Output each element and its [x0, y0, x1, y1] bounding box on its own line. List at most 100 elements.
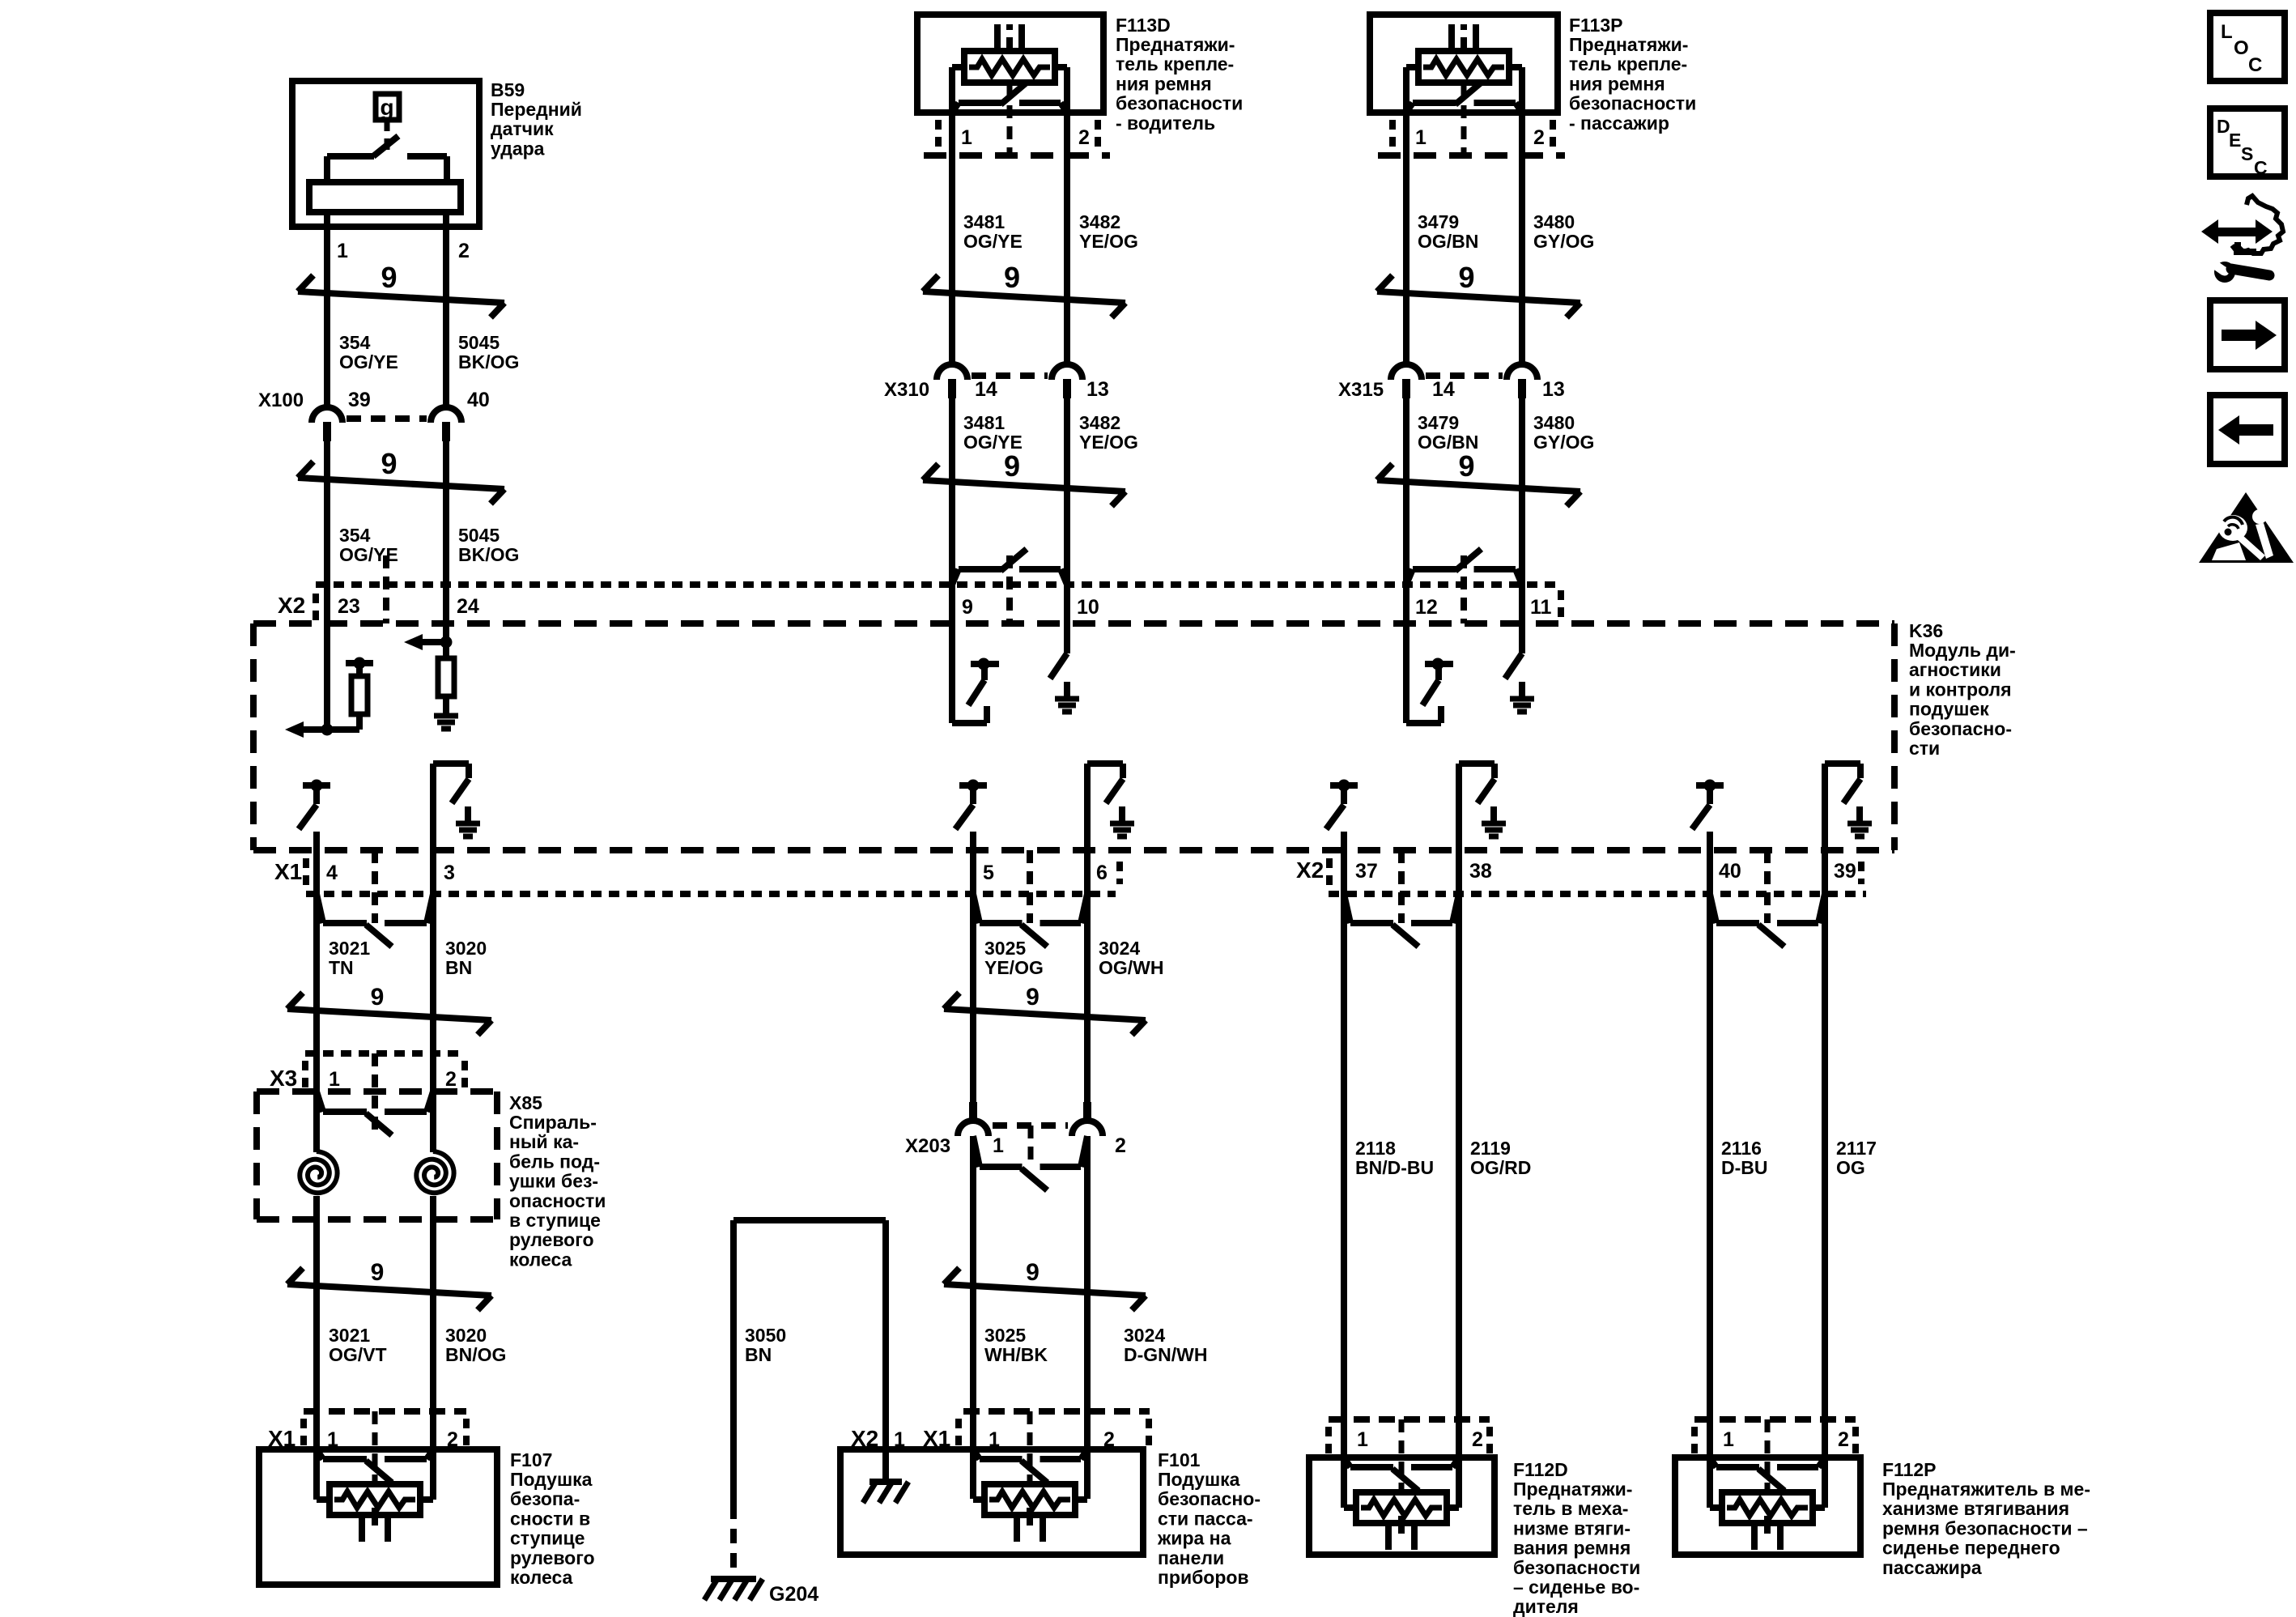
- svg-text:GY/OG: GY/OG: [1533, 432, 1594, 453]
- svg-text:в ступице: в ступице: [509, 1210, 601, 1231]
- svg-text:X3: X3: [270, 1066, 297, 1091]
- svg-text:5045: 5045: [458, 525, 500, 546]
- svg-text:1: 1: [327, 1428, 338, 1451]
- svg-text:колеса: колеса: [509, 1249, 572, 1270]
- svg-text:F101: F101: [1158, 1449, 1201, 1470]
- svg-text:3480: 3480: [1533, 412, 1575, 433]
- svg-text:OG: OG: [1836, 1157, 1865, 1178]
- svg-text:ный ка-: ный ка-: [509, 1131, 579, 1152]
- svg-text:OG/YE: OG/YE: [963, 231, 1023, 252]
- svg-text:безопа-: безопа-: [510, 1488, 580, 1509]
- svg-text:13: 13: [1542, 378, 1565, 401]
- svg-text:24: 24: [457, 595, 479, 618]
- svg-text:3481: 3481: [963, 211, 1005, 232]
- svg-text:2: 2: [1078, 126, 1090, 149]
- svg-text:D-BU: D-BU: [1721, 1157, 1768, 1178]
- svg-text:X2: X2: [278, 593, 305, 618]
- svg-text:BN/OG: BN/OG: [445, 1344, 506, 1365]
- svg-text:ступице: ступице: [510, 1528, 585, 1549]
- svg-text:ния ремня: ния ремня: [1569, 73, 1665, 94]
- svg-text:3020: 3020: [445, 1325, 487, 1346]
- svg-text:2: 2: [1103, 1428, 1115, 1451]
- svg-text:X1: X1: [274, 859, 302, 884]
- svg-text:C: C: [2254, 157, 2268, 178]
- svg-text:5: 5: [983, 862, 994, 884]
- svg-text:3482: 3482: [1079, 211, 1120, 232]
- svg-text:ушки без-: ушки без-: [509, 1171, 598, 1192]
- svg-text:тель крепле-: тель крепле-: [1569, 53, 1687, 74]
- svg-text:B59: B59: [491, 79, 525, 100]
- svg-text:Подушка: Подушка: [1158, 1469, 1240, 1490]
- svg-text:ния ремня: ния ремня: [1116, 73, 1212, 94]
- svg-text:39: 39: [348, 389, 371, 411]
- svg-text:Преднатяжи-: Преднатяжи-: [1513, 1479, 1632, 1500]
- svg-text:2: 2: [458, 240, 470, 262]
- svg-text:23: 23: [338, 595, 360, 618]
- svg-text:10: 10: [1077, 596, 1099, 619]
- svg-text:Подушка: Подушка: [510, 1469, 593, 1490]
- svg-text:4: 4: [326, 862, 338, 884]
- svg-text:3: 3: [444, 862, 455, 884]
- svg-text:2: 2: [1838, 1428, 1849, 1451]
- svg-text:1: 1: [989, 1428, 1000, 1451]
- svg-text:2119: 2119: [1470, 1138, 1511, 1159]
- svg-text:2116: 2116: [1721, 1138, 1762, 1159]
- svg-text:опасности: опасности: [509, 1190, 606, 1211]
- svg-text:датчик: датчик: [491, 118, 554, 139]
- svg-text:YE/OG: YE/OG: [1079, 432, 1138, 453]
- svg-text:Передний: Передний: [491, 99, 582, 120]
- svg-text:F113P: F113P: [1569, 15, 1623, 36]
- svg-text:безопасно-: безопасно-: [1158, 1488, 1261, 1509]
- svg-text:вания ремня: вания ремня: [1513, 1538, 1631, 1559]
- svg-text:2: 2: [1115, 1134, 1126, 1157]
- svg-text:OG/YE: OG/YE: [339, 351, 398, 372]
- svg-text:удара: удара: [491, 138, 545, 159]
- svg-text:BN/D-BU: BN/D-BU: [1355, 1157, 1434, 1178]
- svg-text:BK/OG: BK/OG: [458, 544, 519, 565]
- svg-text:9: 9: [381, 261, 397, 294]
- svg-text:жира на: жира на: [1157, 1528, 1231, 1549]
- svg-text:K36: K36: [1909, 620, 1943, 641]
- svg-text:39: 39: [1834, 860, 1856, 883]
- svg-text:и контроля: и контроля: [1909, 679, 2012, 700]
- svg-text:14: 14: [1432, 378, 1455, 401]
- svg-text:безопасно-: безопасно-: [1909, 718, 2012, 739]
- svg-text:9: 9: [1458, 449, 1474, 483]
- svg-text:2: 2: [1533, 126, 1545, 149]
- svg-text:сности в: сности в: [510, 1508, 590, 1529]
- svg-text:9: 9: [1004, 449, 1020, 483]
- svg-text:OG/VT: OG/VT: [329, 1344, 387, 1365]
- svg-text:X85: X85: [509, 1092, 542, 1113]
- svg-text:14: 14: [975, 378, 997, 401]
- svg-text:OG/YE: OG/YE: [963, 432, 1023, 453]
- svg-text:2: 2: [1472, 1428, 1483, 1451]
- svg-text:2118: 2118: [1355, 1138, 1396, 1159]
- svg-text:дителя: дителя: [1513, 1596, 1579, 1617]
- svg-text:Спираль-: Спираль-: [509, 1112, 597, 1133]
- svg-text:- водитель: - водитель: [1116, 113, 1215, 134]
- svg-text:D-GN/WH: D-GN/WH: [1124, 1344, 1207, 1365]
- svg-text:Преднатяжи-: Преднатяжи-: [1569, 34, 1688, 55]
- svg-text:бель под-: бель под-: [509, 1151, 600, 1172]
- svg-text:тель крепле-: тель крепле-: [1116, 53, 1234, 74]
- svg-text:Преднатяжи-: Преднатяжи-: [1116, 34, 1235, 55]
- svg-text:1: 1: [1723, 1428, 1734, 1451]
- svg-text:2117: 2117: [1836, 1138, 1877, 1159]
- svg-text:OG/BN: OG/BN: [1418, 432, 1478, 453]
- svg-text:рулевого: рулевого: [509, 1229, 594, 1250]
- svg-text:11: 11: [1530, 596, 1552, 619]
- svg-text:9: 9: [1004, 261, 1020, 294]
- svg-text:1: 1: [337, 240, 348, 262]
- svg-text:L: L: [2221, 21, 2233, 43]
- svg-text:O: O: [2234, 37, 2249, 59]
- svg-text:13: 13: [1086, 378, 1109, 401]
- svg-text:пассажира: пассажира: [1882, 1557, 1982, 1578]
- svg-text:G204: G204: [769, 1583, 818, 1606]
- svg-text:3025: 3025: [984, 1325, 1026, 1346]
- svg-text:S: S: [2241, 143, 2253, 164]
- svg-text:12: 12: [1415, 596, 1438, 619]
- svg-text:подушек: подушек: [1909, 699, 1989, 720]
- svg-text:E: E: [2229, 130, 2241, 151]
- svg-text:3050: 3050: [745, 1325, 786, 1346]
- svg-text:9: 9: [1026, 1259, 1040, 1286]
